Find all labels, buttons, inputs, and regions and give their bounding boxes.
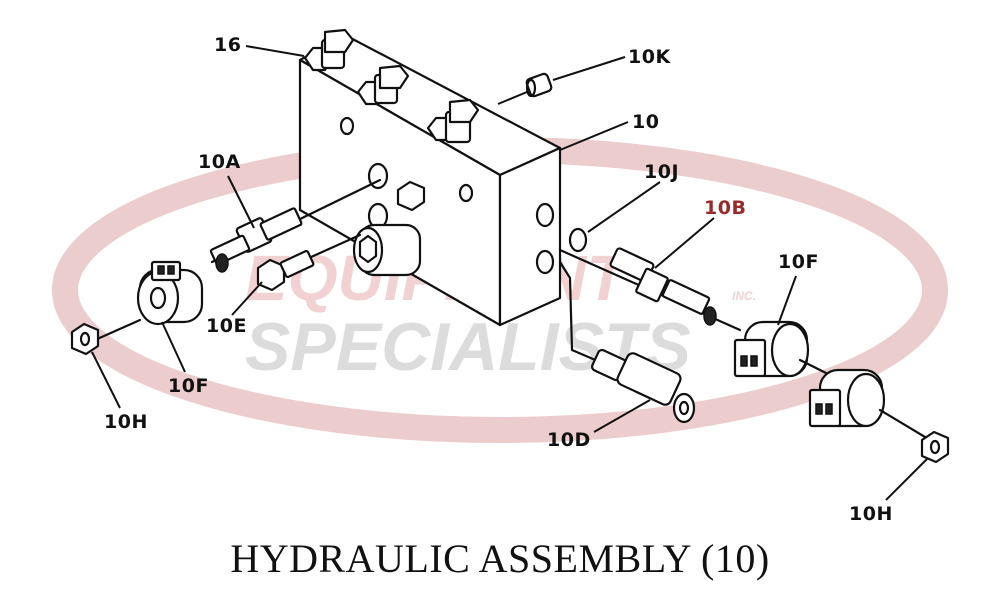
coil-10f-right-lower — [798, 358, 932, 442]
callout-labels: 16 10K 10 10A 10J 10B 10F 10E 10F 10H 10… — [104, 34, 893, 525]
block-side-face — [498, 146, 562, 327]
valve-cartridge-10b — [558, 247, 742, 332]
callout-10k: 10K — [628, 46, 671, 68]
callout-10f-left: 10F — [168, 375, 209, 397]
hex-cap — [396, 180, 426, 212]
plug-10k — [525, 72, 553, 98]
leader-lines — [91, 45, 929, 501]
callout-10d: 10D — [547, 429, 591, 451]
callout-10b: 10B — [704, 197, 746, 219]
callout-10j: 10J — [644, 161, 679, 183]
watermark-suffix: INC. — [732, 289, 756, 303]
elbow-fitting-2 — [356, 64, 410, 106]
valve-cartridge-10a — [209, 178, 382, 273]
o-ring-10j — [568, 227, 588, 253]
callout-10a: 10A — [198, 151, 241, 173]
valve-10e — [256, 233, 362, 292]
callout-10f-right: 10F — [778, 251, 819, 273]
coil-10f-left — [93, 260, 204, 342]
block-mounted-coil — [352, 223, 422, 277]
valve-10d — [558, 260, 696, 424]
callout-16: 16 — [214, 34, 241, 56]
callout-10: 10 — [632, 111, 659, 133]
nut-10h-right — [920, 430, 950, 464]
callout-10h-right: 10H — [849, 503, 893, 525]
nut-10h-left — [70, 322, 100, 356]
elbow-fitting-3 — [426, 98, 480, 144]
diagram-caption: HYDRAULIC ASSEMBLY (10) — [230, 536, 770, 581]
callout-10e: 10E — [206, 315, 247, 337]
callout-10h-left: 10H — [104, 411, 148, 433]
coil-10f-right-upper — [733, 320, 810, 378]
elbow-fitting-1 — [303, 28, 355, 72]
